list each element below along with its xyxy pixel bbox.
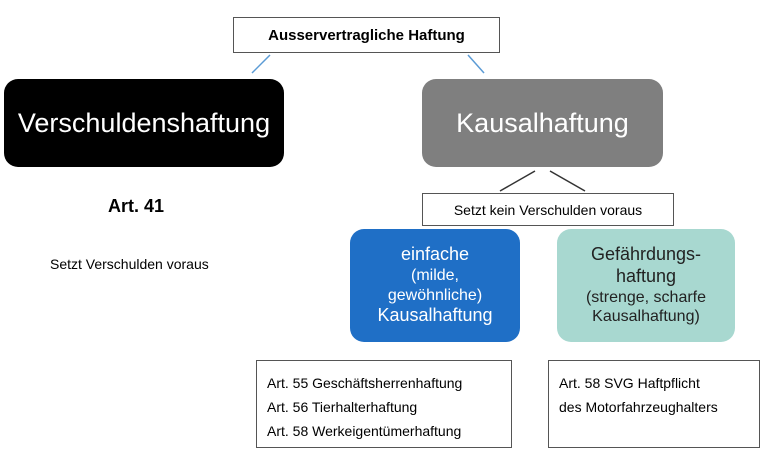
kausal-note: Setzt kein Verschulden voraus (453, 201, 643, 218)
connector-root-right (467, 54, 485, 74)
root-label: Ausservertragliche Haftung (268, 26, 465, 44)
gefaehrdung-line2: haftung (615, 265, 677, 286)
einfache-kausalhaftung-node: einfache (milde, gewöhnliche) Kausalhaft… (350, 229, 520, 342)
kausalhaftung-node: Kausalhaftung (422, 79, 663, 167)
kausal-note-box: Setzt kein Verschulden voraus (422, 193, 674, 226)
einfache-line4: Kausalhaftung (377, 305, 493, 326)
root-node: Ausservertragliche Haftung (233, 17, 500, 53)
connector-root-left (251, 54, 271, 74)
einfache-articles-box: Art. 55 Geschäftsherrenhaftung Art. 56 T… (256, 360, 512, 448)
einfache-line1: einfache (400, 244, 470, 265)
list-item: Art. 55 Geschäftsherrenhaftung (267, 375, 463, 391)
gefaehrdung-line4: Kausalhaftung) (592, 308, 700, 326)
list-item: Art. 58 SVG Haftpflicht (559, 375, 700, 391)
einfache-line3: gewöhnliche) (387, 286, 483, 304)
verschulden-note: Setzt Verschulden voraus (50, 256, 209, 272)
gefaehrdung-line1: Gefährdungs- (590, 244, 702, 265)
connector-kausal-left (499, 170, 536, 192)
verschulden-article: Art. 41 (108, 196, 165, 216)
gefaehrdung-articles-box: Art. 58 SVG Haftpflicht des Motorfahrzeu… (548, 360, 760, 448)
einfache-line2: (milde, (410, 266, 459, 284)
list-item: des Motorfahrzeughalters (559, 399, 718, 416)
kausalhaftung-label: Kausalhaftung (456, 107, 629, 138)
verschuldenshaftung-node: Verschuldenshaftung (4, 79, 284, 167)
verschuldenshaftung-label: Verschuldenshaftung (17, 107, 271, 138)
gefaehrdung-line3: (strenge, scharfe (585, 288, 707, 306)
gefaehrdungshaftung-node: Gefährdungs- haftung (strenge, scharfe K… (557, 229, 735, 342)
connector-kausal-right (549, 170, 586, 192)
list-item: Art. 56 Tierhalterhaftung (267, 399, 418, 416)
list-item: Art. 58 Werkeigentümerhaftung (267, 423, 462, 440)
